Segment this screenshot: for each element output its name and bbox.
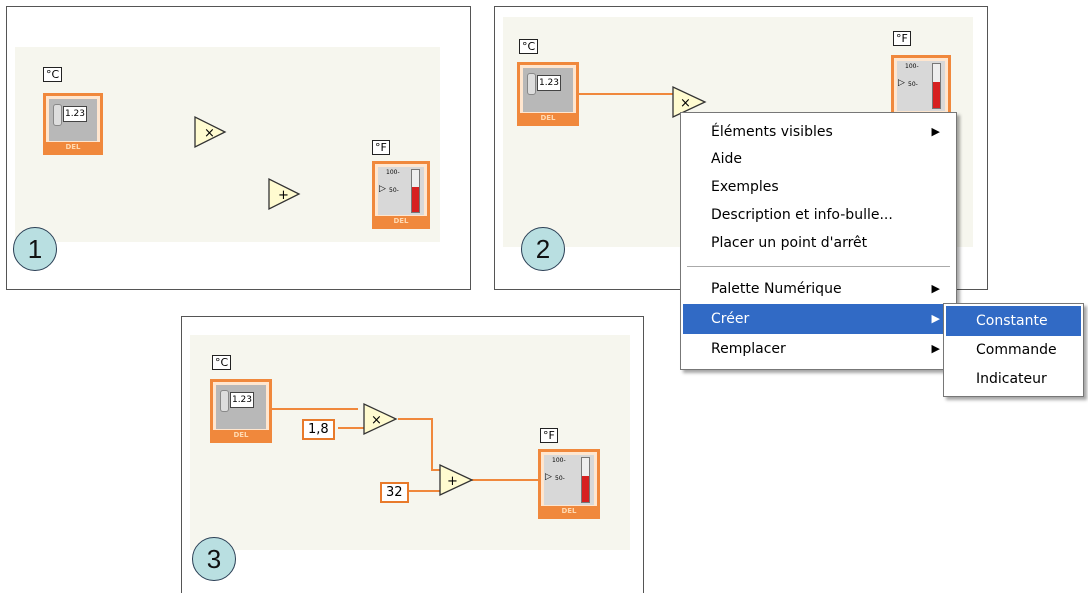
diagram-3-graphics: × +: [272, 402, 540, 497]
submenu-arrow-icon: ▶: [931, 342, 940, 355]
stepper-icon: [53, 104, 62, 126]
submenu-arrow-icon: ▶: [931, 312, 940, 325]
step-3-panel: °C 1.23 DEL × + 1,8 32 °F 100- 50- ▷ DEL…: [181, 316, 644, 593]
control-tag: DEL: [46, 142, 100, 152]
submenu-item-indicateur[interactable]: Indicateur: [976, 371, 1047, 387]
menu-item-remplacer[interactable]: Remplacer▶: [683, 334, 954, 364]
indicator-tag: DEL: [541, 506, 597, 516]
step-1-panel: °C 1.23 DEL × + °F 100- 50- ▷ DEL 1: [6, 6, 471, 290]
diagram-2-graphics: ×: [579, 85, 707, 119]
scale-top: 100-: [386, 169, 400, 176]
scale-mid: 50-: [908, 81, 918, 88]
celsius-control[interactable]: 1.23 DEL: [210, 379, 272, 443]
fahrenheit-label: °F: [893, 31, 911, 46]
scale-top: 100-: [552, 457, 566, 464]
numeric-value: 1.23: [230, 392, 254, 408]
celsius-label: °C: [212, 355, 232, 370]
diagram-1-graphics: × +: [194, 115, 301, 211]
menu-separator: [687, 266, 950, 268]
celsius-label: °C: [519, 39, 539, 54]
menu-item-point-arret[interactable]: Placer un point d'arrêt: [711, 235, 868, 251]
add-function-icon: [439, 463, 474, 497]
fahrenheit-indicator[interactable]: 100- 50- ▷ DEL: [538, 449, 600, 519]
step-badge-2: 2: [521, 227, 565, 271]
scale-mid: 50-: [389, 187, 399, 194]
fahrenheit-indicator[interactable]: 100- 50- ▷ DEL: [372, 161, 430, 229]
wire: [398, 418, 440, 471]
stepper-icon: [220, 390, 229, 412]
step-badge-1: 1: [13, 227, 57, 271]
menu-item-aide[interactable]: Aide: [711, 151, 742, 167]
multiply-symbol: ×: [680, 96, 691, 111]
indicator-tag: DEL: [375, 216, 427, 226]
stepper-icon: [527, 73, 536, 95]
fahrenheit-label: °F: [372, 140, 390, 155]
multiply-function-icon: [194, 115, 227, 149]
factor-constant[interactable]: 1,8: [302, 419, 335, 440]
create-submenu: Constante Commande Indicateur: [943, 303, 1084, 397]
menu-item-exemples[interactable]: Exemples: [711, 179, 779, 195]
submenu-item-commande[interactable]: Commande: [976, 342, 1057, 358]
add-symbol: +: [447, 474, 458, 489]
step-badge-3: 3: [192, 537, 236, 581]
terminal-arrow-icon: ▷: [545, 472, 552, 482]
numeric-value: 1.23: [63, 106, 87, 122]
submenu-arrow-icon: ▶: [931, 125, 940, 138]
submenu-arrow-icon: ▶: [931, 282, 940, 295]
menu-item-description[interactable]: Description et info-bulle...: [711, 207, 893, 223]
control-tag: DEL: [520, 113, 576, 123]
scale-top: 100-: [905, 63, 919, 70]
control-tag: DEL: [213, 430, 269, 440]
thermometer-icon: [411, 169, 420, 213]
celsius-control[interactable]: 1.23 DEL: [43, 93, 103, 155]
fahrenheit-label: °F: [540, 428, 558, 443]
thermometer-icon: [932, 63, 941, 109]
offset-constant[interactable]: 32: [380, 482, 409, 503]
scale-mid: 50-: [555, 475, 565, 482]
multiply-symbol: ×: [204, 126, 215, 141]
multiply-function-icon: [672, 85, 707, 119]
celsius-label: °C: [43, 67, 63, 82]
celsius-control[interactable]: 1.23 DEL: [517, 62, 579, 126]
submenu-item-constante[interactable]: Constante: [946, 306, 1081, 336]
menu-item-creer[interactable]: Créer▶: [683, 304, 954, 334]
add-function-icon: [268, 177, 301, 211]
terminal-arrow-icon: ▷: [379, 184, 386, 194]
terminal-arrow-icon: ▷: [898, 78, 905, 88]
multiply-function-icon: [363, 402, 398, 436]
multiply-symbol: ×: [371, 413, 382, 428]
numeric-value: 1.23: [537, 75, 561, 91]
context-menu: Éléments visibles▶ Aide Exemples Descrip…: [680, 112, 957, 370]
menu-item-elements-visibles[interactable]: Éléments visibles▶: [683, 117, 954, 147]
menu-item-palette-numerique[interactable]: Palette Numérique▶: [683, 274, 954, 304]
add-symbol: +: [278, 188, 289, 203]
thermometer-icon: [581, 457, 590, 503]
